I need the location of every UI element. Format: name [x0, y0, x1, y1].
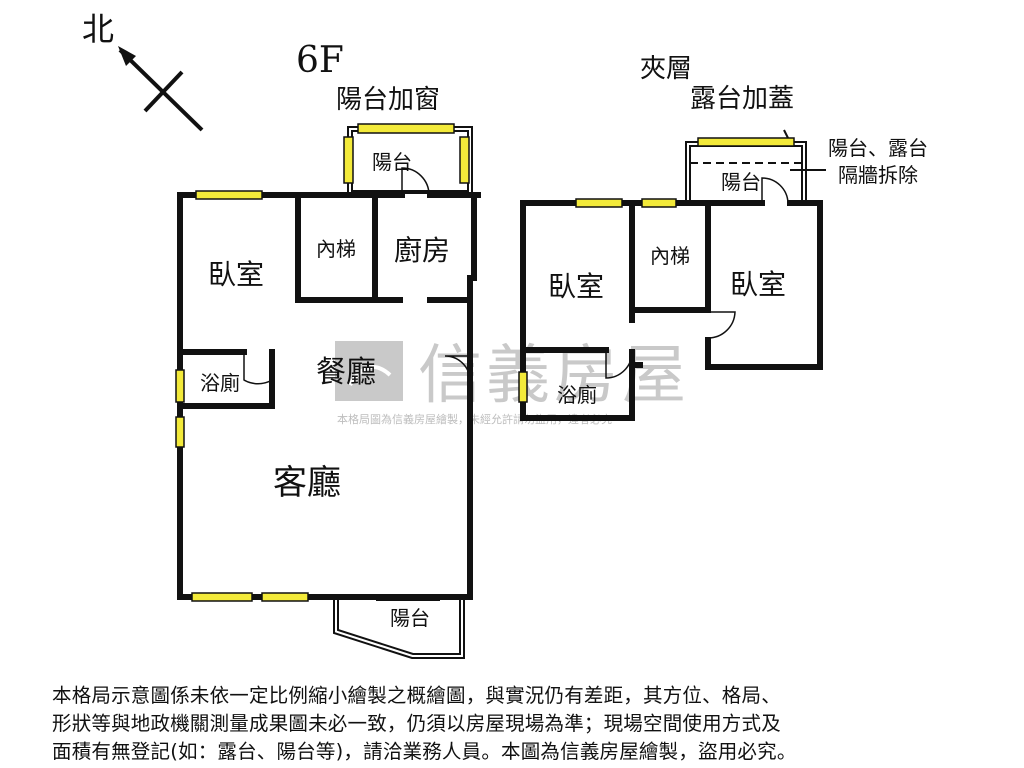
label-kitchen-6f: 廚房 — [394, 234, 450, 267]
label-bedroom-6f: 臥室 — [208, 258, 264, 291]
north-label: 北 — [82, 10, 114, 48]
watermark: 信義房屋 本格局圖為信義房屋繪製，未經允許請勿盜用，違者必究 — [335, 339, 686, 426]
label-stairs-6f: 內梯 — [316, 237, 356, 261]
label-stairs-mezzanine: 內梯 — [650, 244, 690, 268]
label-balcony-bottom-6f: 陽台 — [390, 606, 430, 630]
disclaimer-line-1: 本格局示意圖係未依一定比例縮小繪製之概繪圖，與實況仍有差距，其方位、格局、 — [52, 684, 781, 707]
label-balcony-top-6f: 陽台 — [372, 150, 412, 174]
label-bathroom-6f: 浴廁 — [200, 371, 240, 395]
window-icons-mezzanine — [518, 137, 795, 403]
note-wall-removed-1: 陽台、露台 — [828, 136, 928, 160]
mezzanine-label: 夾層 — [640, 54, 692, 84]
label-bedroom-right-mezzanine: 臥室 — [730, 268, 786, 301]
door-icons-6f — [243, 167, 471, 385]
window-icons-6f — [175, 123, 470, 602]
balcony-bottom-6f — [333, 597, 465, 659]
note-terrace-cover: 露台加蓋 — [690, 84, 794, 114]
disclaimer-line-2: 形狀等與地政機關測量成果圖未必一致，仍須以房屋現場為準；現場空間使用方式及 — [52, 712, 781, 735]
level-label: 6F — [296, 40, 344, 81]
room-labels-6f: 陽台 臥室 內梯 廚房 餐廳 浴廁 客廳 陽台 — [200, 150, 450, 630]
note-balcony-window: 陽台加窗 — [336, 85, 440, 115]
door-icons-mezzanine — [605, 177, 789, 379]
floor-plan: 信義房屋 本格局圖為信義房屋繪製，未經允許請勿盜用，違者必究 北 6F 夾層 陽… — [82, 10, 928, 659]
note-wall-removed-2: 隔牆拆除 — [838, 163, 918, 187]
label-bedroom-left-mezzanine: 臥室 — [548, 270, 604, 303]
disclaimer-line-3: 面積有無登記(如：露台、陽台等)，請洽業務人員。本圖為信義房屋繪製，盜用必究。 — [52, 740, 797, 763]
label-dining-6f: 餐廳 — [316, 355, 376, 390]
watermark-logo-icon — [335, 341, 403, 401]
room-labels-mezzanine: 陽台 臥室 內梯 臥室 浴廁 — [548, 170, 786, 407]
north-arrow-icon — [118, 46, 204, 132]
label-bathroom-mezzanine: 浴廁 — [557, 383, 597, 407]
disclaimer: 本格局示意圖係未依一定比例縮小繪製之概繪圖，與實況仍有差距，其方位、格局、 形狀… — [52, 682, 982, 766]
label-living-6f: 客廳 — [273, 463, 341, 503]
label-balcony-mezzanine: 陽台 — [721, 170, 761, 194]
